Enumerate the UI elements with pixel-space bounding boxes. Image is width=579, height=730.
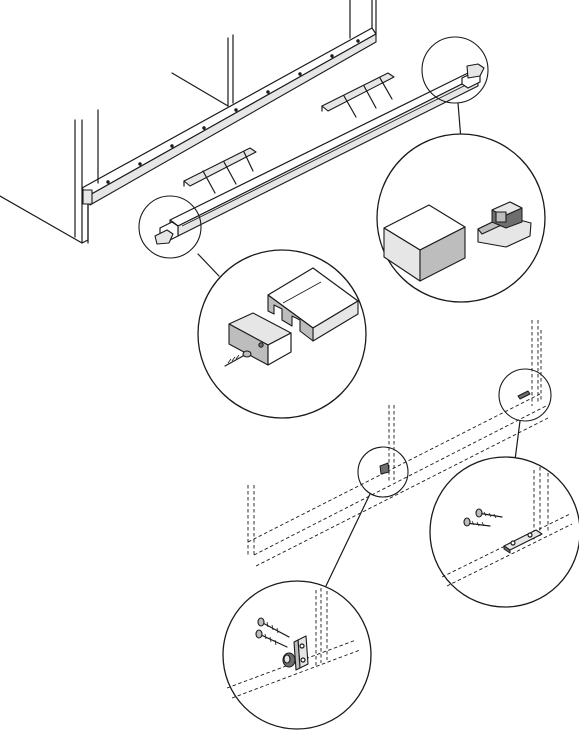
detail-circle-bracket: [222, 580, 372, 730]
leg-bracket-right: [321, 72, 395, 118]
screw-icon: [463, 517, 491, 527]
zoom-marker-endcap: [138, 195, 220, 277]
detail-circle-clip: [376, 133, 546, 303]
leg-bracket-left: [183, 147, 257, 194]
screw-icon: [257, 617, 290, 638]
detail-circle-endcap: [197, 249, 367, 419]
frame-outline: [247, 320, 549, 567]
screw-icon: [224, 350, 252, 367]
detail-circle-plate: [429, 456, 579, 608]
screw-icon: [255, 629, 288, 648]
zoom-marker-frame-right: [498, 368, 552, 461]
cabinet-base: [0, 0, 377, 244]
screw-icon: [475, 508, 503, 519]
zoom-marker-frame-middle: [324, 446, 409, 589]
